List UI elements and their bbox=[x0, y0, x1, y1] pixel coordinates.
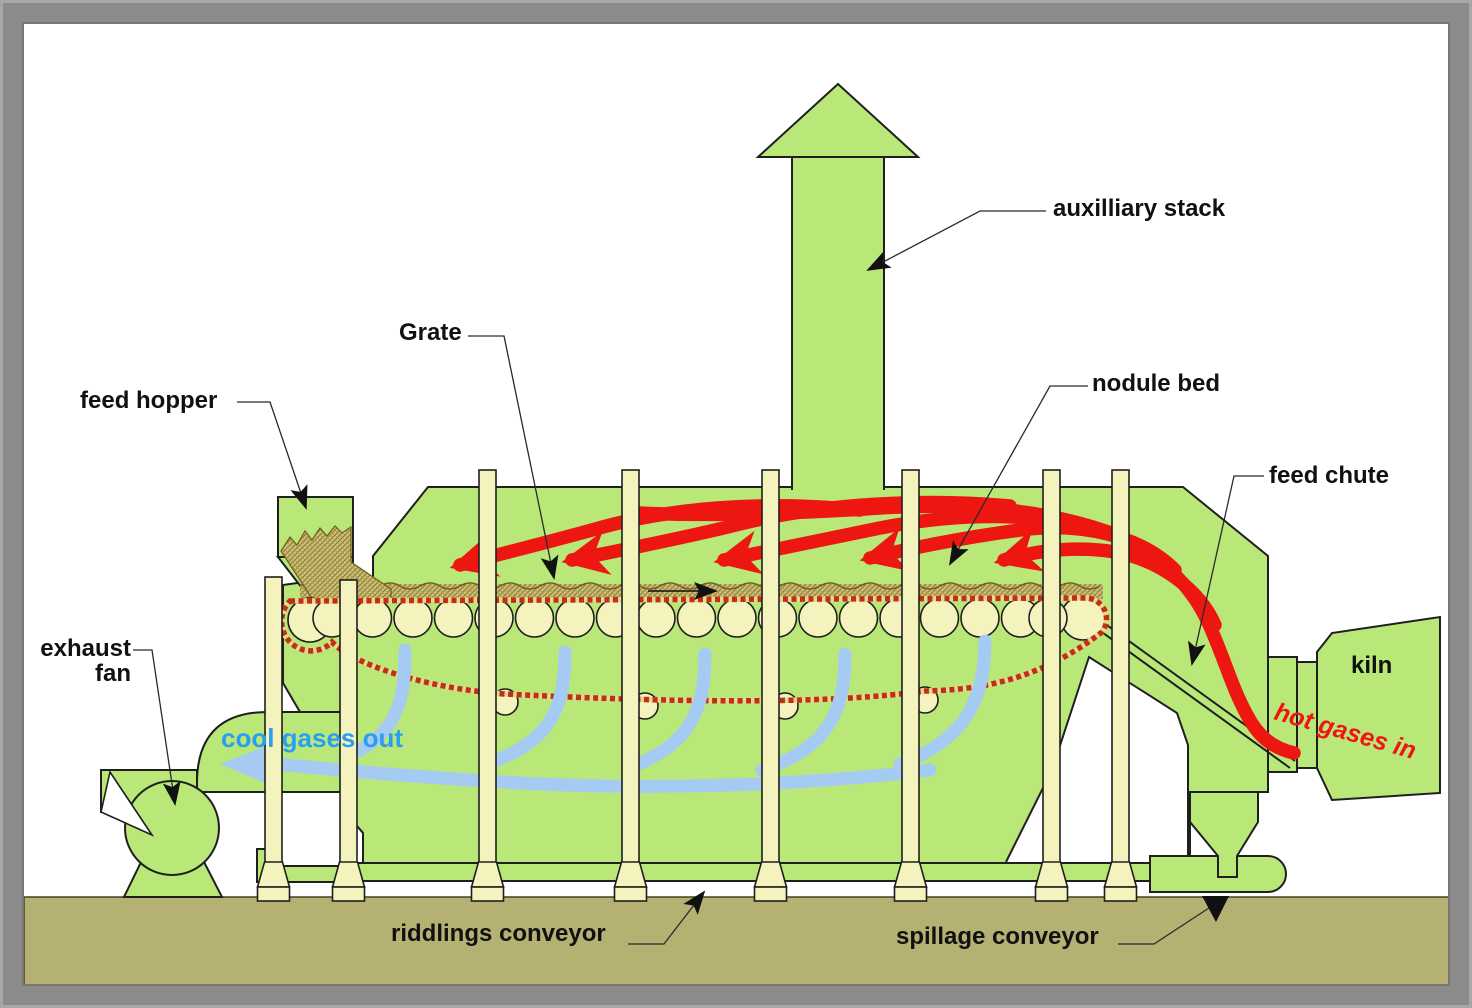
label-fan: fan bbox=[95, 660, 131, 687]
roller-row bbox=[312, 598, 1068, 638]
stack-shaft bbox=[792, 156, 884, 492]
label-auxiliary-stack: auxilliary stack bbox=[1053, 195, 1226, 222]
cool-gas-flows bbox=[269, 634, 992, 793]
leader-lines bbox=[133, 210, 1264, 945]
column-feet bbox=[256, 861, 1138, 902]
text-labels: feed hopper Grate auxilliary stack nodul… bbox=[40, 195, 1419, 950]
label-feed-chute: feed chute bbox=[1269, 462, 1389, 489]
label-spillage-conveyor: spillage conveyor bbox=[896, 923, 1099, 950]
exhaust-fan-leader bbox=[133, 649, 181, 806]
label-nodule-bed: nodule bed bbox=[1092, 370, 1220, 397]
label-feed-hopper: feed hopper bbox=[80, 387, 217, 414]
feed-hopper-leader bbox=[237, 401, 308, 510]
nodule-bed-leader bbox=[949, 385, 1088, 566]
auxiliary-stack-leader bbox=[866, 210, 1046, 271]
fan-scroll-notch bbox=[100, 770, 155, 837]
grate-leader bbox=[468, 335, 559, 580]
support-columns bbox=[256, 469, 1138, 902]
label-grate: Grate bbox=[399, 319, 462, 346]
grate-kiln-diagram: feed hopper Grate auxilliary stack nodul… bbox=[24, 82, 1448, 984]
feed-chute-leader bbox=[1188, 475, 1264, 666]
stack-arrowhead bbox=[755, 82, 921, 158]
discharge-funnel bbox=[1189, 791, 1259, 878]
grate-chain bbox=[278, 595, 1110, 704]
cool-gas-band bbox=[269, 757, 937, 793]
riddlings-conveyor-leader bbox=[628, 890, 706, 945]
diagram-canvas: feed hopper Grate auxilliary stack nodul… bbox=[22, 22, 1450, 986]
spillage-conveyor-arrowhead bbox=[1202, 896, 1229, 922]
kiln-body bbox=[1316, 615, 1441, 802]
label-cool-gases-out: cool gases out bbox=[221, 723, 403, 753]
cool-gas-arrowhead bbox=[220, 744, 272, 786]
hopper-material bbox=[280, 525, 392, 601]
ground bbox=[24, 896, 1448, 984]
label-riddlings-conveyor: riddlings conveyor bbox=[391, 920, 606, 947]
chain-dashes bbox=[278, 595, 1110, 704]
label-kiln: kiln bbox=[1351, 652, 1392, 679]
label-exhaust: exhaust bbox=[40, 635, 131, 662]
spillage-conveyor-leader bbox=[1118, 905, 1213, 945]
